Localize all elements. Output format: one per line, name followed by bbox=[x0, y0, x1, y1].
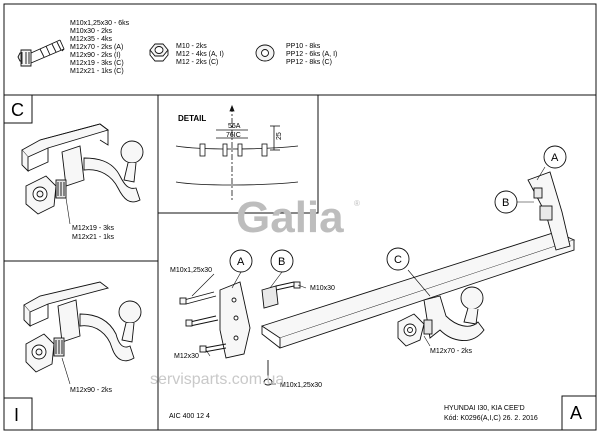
footer-kod: Kód: K0296(A,I,C) 26. 2. 2016 bbox=[444, 415, 538, 422]
washers-list-line-2: PP12 - 8ks (C) bbox=[286, 59, 332, 66]
panel-c-screw-0: M12x19 - 3ks bbox=[72, 225, 115, 232]
detail-dim-c: 76IC bbox=[226, 132, 241, 139]
bolts-list-line-3: M12x70 - 2ks (A) bbox=[70, 44, 123, 51]
tow-ball-assembly-i bbox=[23, 281, 142, 373]
registered-mark: ® bbox=[354, 199, 360, 208]
label-bolt-right: M10x30 bbox=[310, 285, 335, 292]
bolts-list-line-4: M12x90 - 2ks (I) bbox=[70, 52, 121, 59]
main-assembly bbox=[179, 171, 576, 386]
detail-title: DETAIL bbox=[178, 114, 206, 123]
callout-c-mid: C bbox=[394, 254, 402, 266]
detail-dim-h: 25 bbox=[276, 132, 283, 140]
footer-code: AIC 400 12 4 bbox=[169, 413, 210, 420]
bolts-list-line-1: M10x30 - 2ks bbox=[70, 28, 113, 35]
left-bolts bbox=[179, 281, 301, 386]
label-ball: M12x70 - 2ks bbox=[430, 348, 473, 355]
callouts: A B A B C bbox=[229, 145, 567, 273]
callout-a-top: A bbox=[551, 152, 559, 164]
watermark: servisparts.com.ua bbox=[150, 371, 284, 388]
callout-a-left: A bbox=[237, 256, 245, 268]
bolts-list-line-5: M12x19 - 3ks (C) bbox=[70, 60, 124, 67]
tow-ball bbox=[460, 286, 484, 310]
nuts-list-line-2: M12 - 2ks (C) bbox=[176, 59, 218, 66]
washer-icon bbox=[255, 44, 275, 62]
brand-logo: Galia ® bbox=[236, 193, 360, 242]
galia-logo: Galia bbox=[236, 193, 344, 242]
leader-lines bbox=[191, 166, 546, 385]
clamp-b bbox=[261, 285, 279, 309]
bolt-icon bbox=[17, 39, 65, 67]
sheet-frames bbox=[3, 3, 597, 431]
detail-inset: DETAIL 56A 76IC 25 bbox=[175, 104, 299, 200]
detail-dim-a: 56A bbox=[228, 123, 241, 130]
panel-i-screw: M12x90 - 2ks bbox=[70, 387, 113, 394]
washers-list-line-0: PP10 - 8ks bbox=[286, 43, 321, 50]
nuts-list-line-1: M12 - 4ks (A, I) bbox=[176, 51, 224, 58]
nut-icon bbox=[149, 43, 169, 62]
corner-label: A bbox=[570, 403, 582, 423]
panel-c: C M12x19 - 3ks M12x21 - 1ks bbox=[3, 94, 144, 241]
hardware-header: M10x1,25x30 - 6ks M10x30 - 2ks M12x35 - … bbox=[17, 20, 337, 75]
footer-vehicle: HYUNDAI I30, KIA CEE'D bbox=[444, 405, 525, 412]
part-labels: M10x1,25x30 M10x30 M12x30 M10x1,25x30 M1… bbox=[170, 267, 473, 389]
footer: AIC 400 12 4 HYUNDAI I30, KIA CEE'D Kód:… bbox=[169, 395, 597, 431]
callout-b-top: B bbox=[502, 197, 509, 209]
label-bolt-top: M10x1,25x30 bbox=[170, 267, 212, 274]
callout-b-left: B bbox=[278, 256, 285, 268]
bolts-list-line-2: M12x35 - 4ks bbox=[70, 36, 113, 43]
nuts-list-line-0: M10 - 2ks bbox=[176, 43, 207, 50]
panel-i: I M12x90 - 2ks bbox=[3, 281, 142, 431]
label-bolt-bottom: M10x1,25x30 bbox=[280, 382, 322, 389]
bolts-list-line-6: M12x21 - 1ks (C) bbox=[70, 68, 124, 75]
detail-drawing bbox=[175, 104, 299, 200]
label-bolt-left: M12x30 bbox=[174, 353, 199, 360]
ball-neck bbox=[423, 295, 485, 341]
bolts-list-line-0: M10x1,25x30 - 6ks bbox=[70, 20, 130, 27]
panel-i-label: I bbox=[14, 405, 19, 425]
panel-c-label: C bbox=[11, 100, 24, 120]
tow-ball-assembly-c bbox=[21, 123, 144, 215]
panel-c-screw-1: M12x21 - 1ks bbox=[72, 234, 115, 241]
washers-list-line-1: PP12 - 6ks (A, I) bbox=[286, 51, 337, 58]
